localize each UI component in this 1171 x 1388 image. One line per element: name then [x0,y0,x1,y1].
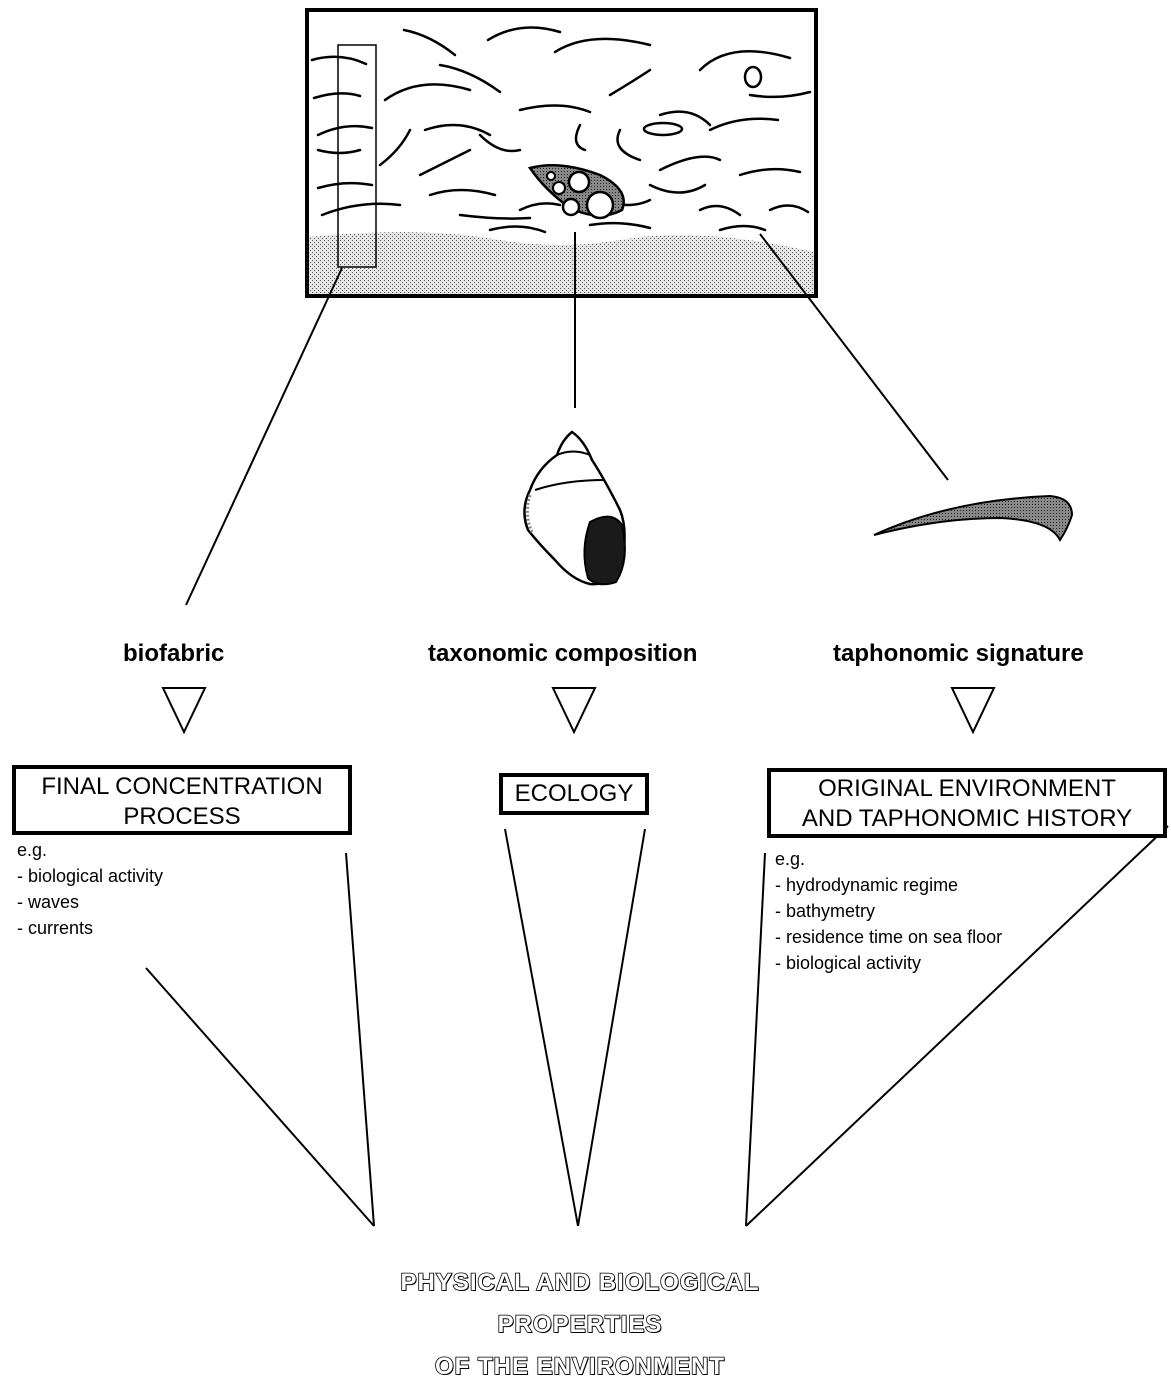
note-line: - bathymetry [775,901,876,921]
box-final-concentration-process: FINAL CONCENTRATION PROCESS [12,765,352,835]
sediment-block [305,8,818,298]
box-line: ECOLOGY [514,780,634,807]
note-line: e.g. [17,840,48,860]
bottom-line: PHYSICAL AND BIOLOGICAL [400,1268,760,1297]
box-original-environment: ORIGINAL ENVIRONMENT AND TAPHONOMIC HIST… [767,768,1167,838]
note-line: - biological activity [775,953,922,973]
box-line: ORIGINAL ENVIRONMENT [818,775,1116,802]
label-taxonomic-composition: taxonomic composition [428,640,698,667]
shell-cross-section [527,163,625,220]
box-line: FINAL CONCENTRATION [41,773,323,800]
box-ecology: ECOLOGY [499,773,649,815]
note-line: - biological activity [17,866,164,886]
note-line: - hydrodynamic regime [775,875,959,895]
note-line: - residence time on sea floor [775,927,1003,947]
bottom-line: PROPERTIES [497,1310,663,1339]
note-line: - currents [17,918,94,938]
note-line: e.g. [775,849,806,869]
label-taphonomic-signature: taphonomic signature [833,640,1084,667]
notes-left: e.g. - biological activity - waves - cur… [17,837,163,941]
note-line: - waves [17,892,80,912]
label-biofabric: biofabric [123,640,225,667]
box-line: AND TAPHONOMIC HISTORY [801,805,1133,832]
shell-fragment [873,494,1074,542]
bottom-line: OF THE ENVIRONMENT [434,1352,725,1381]
gastropod-shell [523,430,626,586]
down-arrows [161,687,996,735]
shell-fragments [310,26,812,234]
connector-lines [185,232,949,606]
notes-right: e.g. - hydrodynamic regime - bathymetry … [775,846,1002,976]
box-line: PROCESS [123,803,241,830]
converging-lines [145,825,1169,1227]
bottom-title: PHYSICAL AND BIOLOGICAL PROPERTIES OF TH… [300,1262,860,1388]
